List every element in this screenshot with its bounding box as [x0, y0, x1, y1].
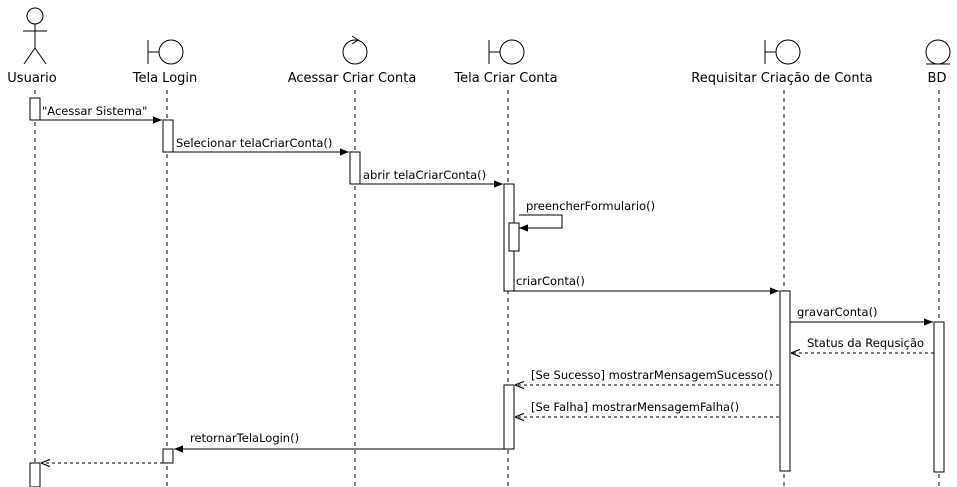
message-mostrar-mensagem-falha: [Se Falha] mostrarMensagemFalha()	[515, 400, 779, 417]
message-mostrar-mensagem-sucesso: [Se Sucesso] mostrarMensagemSucesso()	[515, 368, 779, 385]
message-label: criarConta()	[516, 274, 585, 288]
message-label: Status da Requsição	[807, 336, 924, 350]
message-label: [Se Falha] mostrarMensagemFalha()	[531, 400, 739, 414]
message-status-da-requisicao: Status da Requsição	[791, 336, 934, 353]
participant-label: Usuario	[7, 71, 56, 86]
participant-label: Acessar Criar Conta	[288, 71, 417, 86]
boundary-icon	[764, 39, 801, 65]
control-icon	[342, 35, 368, 65]
activation-bar	[29, 462, 41, 487]
message-abrir-tela-criar-conta: abrir telaCriarConta()	[360, 168, 503, 188]
participant-tela-login: Tela Login	[132, 39, 198, 86]
activation-bar	[29, 97, 41, 121]
participant-label: Tela Criar Conta	[453, 71, 557, 86]
entity-icon	[925, 39, 951, 65]
participant-acessar-criar-conta: Acessar Criar Conta	[288, 35, 417, 86]
participant-label: Requisitar Criação de Conta	[691, 71, 872, 86]
boundary-icon	[147, 39, 184, 65]
activation-bar	[508, 222, 520, 252]
participant-requisitar-criacao-de-conta: Requisitar Criação de Conta	[691, 39, 873, 86]
activation-bar	[779, 290, 791, 472]
participant-tela-criar-conta: Tela Criar Conta	[453, 39, 558, 86]
actor-icon	[23, 7, 47, 65]
activation-bar	[162, 448, 174, 464]
message-label: "Acessar Sistema"	[42, 104, 147, 118]
message-label: preencherFormulario()	[526, 199, 655, 213]
activations	[29, 97, 945, 487]
participant-label: BD	[928, 71, 947, 86]
message-label: [Se Sucesso] mostrarMensagemSucesso()	[531, 368, 773, 382]
message-label: retornarTelaLogin()	[190, 431, 299, 445]
messages: "Acessar Sistema" Selecionar telaCriarCo…	[40, 104, 934, 463]
activation-bar	[933, 321, 945, 473]
activation-bar	[162, 119, 174, 153]
message-criar-conta: criarConta()	[514, 274, 779, 295]
message-label: abrir telaCriarConta()	[363, 168, 486, 182]
participant-bd: BD	[925, 39, 951, 86]
message-selecionar-tela-criar-conta: Selecionar telaCriarConta()	[173, 136, 349, 156]
activation-bar	[503, 384, 515, 450]
message-retornar-tela-login: retornarTelaLogin()	[174, 431, 504, 453]
message-gravar-conta: gravarConta()	[790, 305, 933, 326]
message-acessar-sistema: "Acessar Sistema"	[40, 104, 162, 124]
message-label: Selecionar telaCriarConta()	[176, 136, 332, 150]
message-preencher-formulario: preencherFormulario()	[519, 199, 655, 232]
activation-bar	[349, 151, 361, 185]
message-label: gravarConta()	[797, 305, 878, 319]
boundary-icon	[488, 39, 525, 65]
participant-usuario: Usuario	[7, 7, 57, 86]
participant-label: Tela Login	[132, 71, 198, 86]
